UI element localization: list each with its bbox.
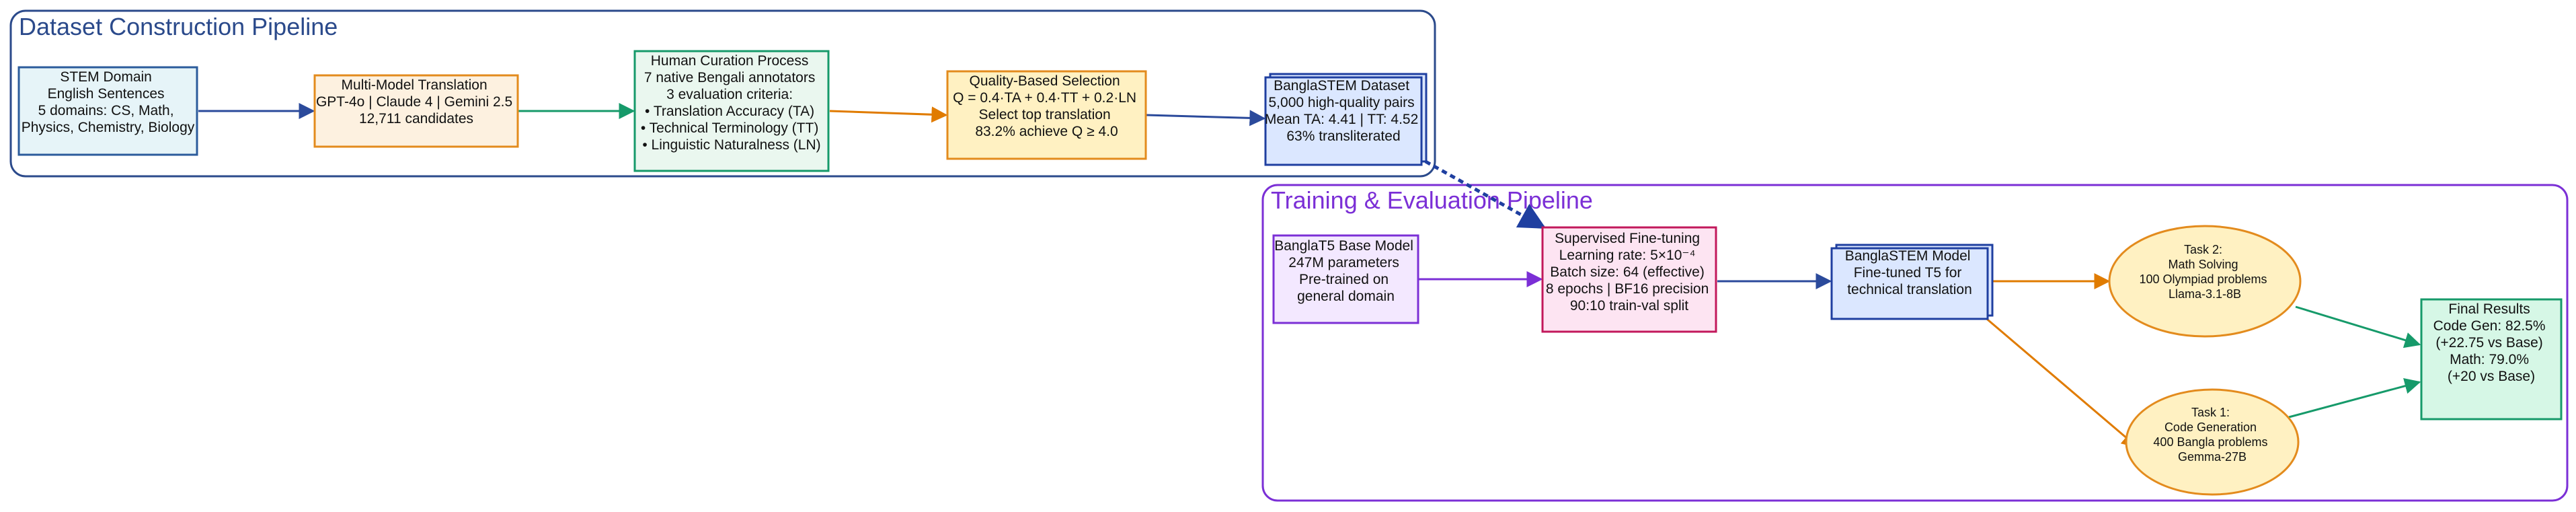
node-banglastem-dataset-label: BanglaSTEM Dataset 5,000 high-quality pa… — [1265, 78, 1422, 144]
edge-dataset-sft — [1424, 159, 1547, 229]
node-stem-sentences-label: STEM Domain English Sentences 5 domains:… — [22, 69, 195, 135]
cluster-training-border — [1261, 184, 2569, 502]
node-final-results-label: Final Results Code Gen: 82.5% (+22.75 vs… — [2433, 301, 2550, 384]
cluster-training-title: Training & Evaluation Pipeline — [1271, 186, 1593, 214]
node-multi-model-translation: Multi-Model Translation GPT-4o | Claude … — [313, 74, 519, 148]
node-supervised-finetuning: Supervised Fine-tuning Learning rate: 5×… — [1541, 226, 1717, 333]
node-final-results: Final Results Code Gen: 82.5% (+22.75 vs… — [2420, 298, 2563, 420]
node-final-results-box — [2420, 298, 2563, 420]
cluster-dataset-border — [9, 9, 1436, 178]
node-task2-math-label: Task 2: Math Solving 100 Olympiad proble… — [2139, 243, 2270, 301]
cluster-dataset: Dataset Construction Pipeline — [9, 9, 1436, 178]
node-human-curation-box — [633, 50, 830, 172]
node-banglastem-dataset-box — [1264, 76, 1423, 166]
node-banglastem-dataset: BanglaSTEM Dataset 5,000 high-quality pa… — [1264, 73, 1428, 166]
node-task2-math: Task 2: Math Solving 100 Olympiad proble… — [2108, 225, 2302, 338]
node-multi-model-translation-label: Multi-Model Translation GPT-4o | Claude … — [316, 77, 516, 126]
node-supervised-finetuning-label: Supervised Fine-tuning Learning rate: 5×… — [1546, 231, 1713, 314]
node-human-curation: Human Curation Process 7 native Bengali … — [633, 50, 830, 172]
node-banglastem-model: BanglaSTEM Model Fine-tuned T5 for techn… — [1830, 244, 1994, 320]
node-stem-sentences-box — [17, 66, 198, 156]
node-stem-sentences: STEM Domain English Sentences 5 domains:… — [17, 66, 198, 156]
node-banglastem-model-box — [1830, 247, 1989, 320]
node-banglat5-base: BanglaT5 Base Model 247M parameters Pre-… — [1272, 234, 1419, 324]
edges — [198, 103, 2421, 448]
node-task2-math-ellipse — [2108, 225, 2302, 338]
edge-model-task1 — [1983, 315, 2138, 448]
node-task1-code: Task 1: Code Generation 400 Bangla probl… — [2125, 388, 2300, 496]
node-quality-selection-box — [946, 70, 1147, 160]
node-supervised-finetuning-box — [1541, 226, 1717, 333]
node-banglastem-model-label: BanglaSTEM Model Fine-tuned T5 for techn… — [1845, 248, 1975, 297]
cluster-dataset-title: Dataset Construction Pipeline — [19, 13, 338, 40]
node-multi-model-translation-box — [313, 74, 519, 148]
cluster-training: Training & Evaluation Pipeline — [1261, 184, 2569, 502]
node-quality-selection: Quality-Based Selection Q = 0.4·TA + 0.4… — [946, 70, 1147, 160]
node-task1-code-ellipse — [2125, 388, 2300, 496]
node-human-curation-label: Human Curation Process 7 native Bengali … — [641, 53, 822, 153]
edge-selection-dataset — [1146, 110, 1266, 126]
edge-task2-results — [2295, 305, 2421, 349]
node-quality-selection-label: Quality-Based Selection Q = 0.4·TA + 0.4… — [953, 73, 1140, 139]
node-task1-code-label: Task 1: Code Generation 400 Bangla probl… — [2153, 406, 2271, 464]
edge-task1-results — [2288, 378, 2421, 418]
node-banglat5-base-box — [1272, 234, 1419, 324]
edge-curation-selection — [829, 106, 948, 123]
node-banglat5-base-label: BanglaT5 Base Model 247M parameters Pre-… — [1274, 238, 1417, 304]
